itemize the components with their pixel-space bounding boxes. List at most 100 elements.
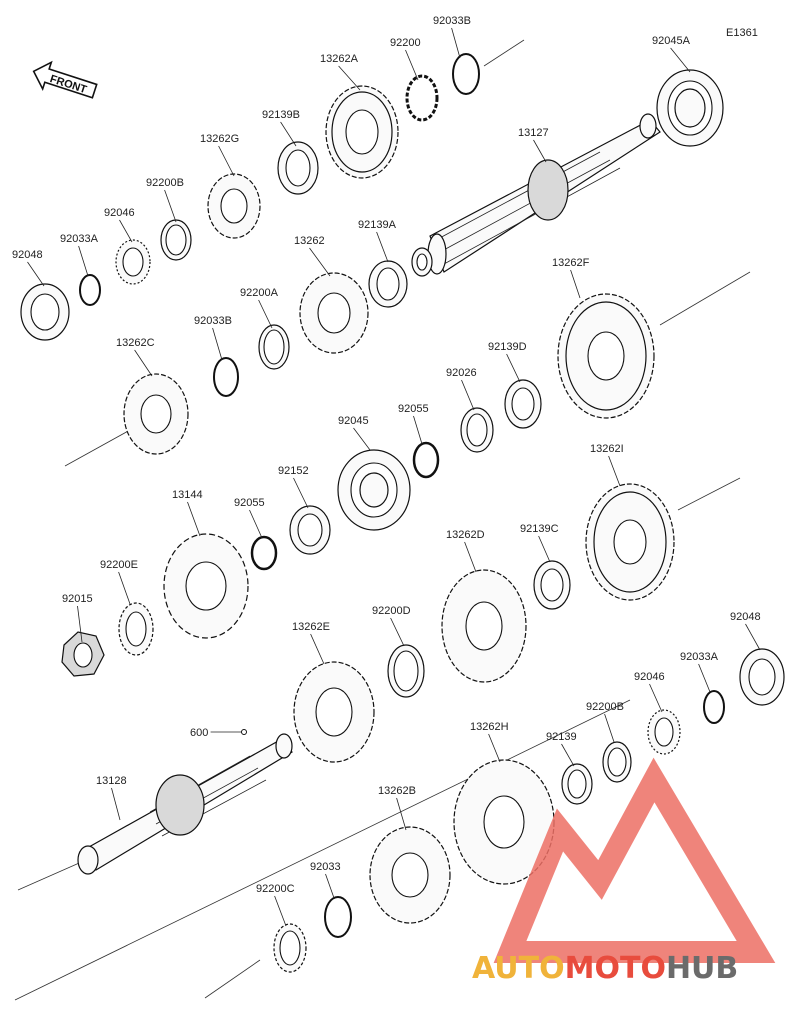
part-label-92200b: 92200B	[146, 177, 184, 189]
o-ring-92055	[412, 441, 440, 479]
leader-line	[325, 873, 335, 899]
washer-92026	[460, 407, 494, 453]
leader-line	[488, 733, 501, 763]
leader-line	[538, 535, 551, 563]
leader-line	[280, 121, 297, 147]
leader-line	[258, 299, 273, 329]
leader-line	[164, 189, 177, 223]
axis-line	[677, 477, 741, 511]
leader-line	[187, 501, 201, 537]
part-label-13144: 13144	[172, 489, 203, 501]
part-label-92139a: 92139A	[358, 219, 397, 231]
gear-13262D	[441, 569, 527, 683]
leader-line	[649, 683, 663, 713]
leader-line	[698, 663, 711, 693]
leader-line	[249, 509, 263, 539]
o-ring-92055-2	[250, 535, 278, 571]
part-label-13262c: 13262C	[116, 337, 155, 349]
bushing-92139D	[504, 379, 542, 429]
leader-line	[310, 633, 325, 665]
part-label-92048-2: 92048	[730, 611, 761, 623]
washer-92200B	[160, 219, 192, 261]
part-label-13262d: 13262D	[446, 529, 485, 541]
bearing-92045	[337, 449, 411, 531]
shaft-13128	[77, 733, 293, 875]
snapring-92200	[405, 74, 439, 122]
leader-line	[212, 327, 223, 361]
part-label-13262g: 13262G	[200, 133, 239, 145]
axis-line	[659, 271, 751, 326]
watermark-hub: HUB	[666, 951, 738, 986]
leader-line	[218, 145, 235, 177]
leader-line	[464, 541, 477, 573]
gear-13262G	[207, 173, 261, 239]
axis-line	[204, 959, 261, 999]
snapring-92033	[324, 896, 352, 938]
leader-line	[111, 787, 121, 821]
sprocket-13144	[163, 533, 249, 639]
part-label-92045: 92045	[338, 415, 369, 427]
part-label-92200b-2: 92200B	[586, 701, 624, 713]
part-label-92033b: 92033B	[433, 15, 471, 27]
gear-13262B	[369, 826, 451, 924]
part-label-92139b: 92139B	[262, 109, 300, 121]
washer-92200C	[273, 923, 307, 973]
gear-13262E	[293, 661, 375, 763]
part-label-92200a: 92200A	[240, 287, 279, 299]
watermark-text: AUTOMOTOHUB	[472, 951, 738, 986]
shaft-13127	[411, 113, 661, 277]
leader-line	[604, 713, 615, 743]
leader-line	[77, 605, 83, 643]
part-label-92152: 92152	[278, 465, 309, 477]
leader-line	[118, 571, 131, 605]
leader-line	[293, 477, 309, 509]
leader-line	[745, 623, 761, 651]
leader-line	[353, 427, 371, 451]
part-label-92033a: 92033A	[60, 233, 99, 245]
washer-92200D	[387, 644, 425, 698]
leader-line	[506, 353, 521, 383]
part-label-92046: 92046	[104, 207, 135, 219]
snapring-92033A	[79, 274, 101, 306]
leader-line	[27, 261, 45, 287]
leader-line	[338, 65, 361, 91]
diagram-code: E1361	[726, 27, 758, 39]
needle-bearing-92046	[115, 239, 151, 285]
snapring-92033B-2	[213, 357, 239, 397]
leader-line	[451, 27, 461, 59]
leader-line	[670, 47, 691, 73]
bearing-92048	[20, 283, 70, 341]
part-label-92046-2: 92046	[634, 671, 665, 683]
part-label-92033a-2: 92033A	[680, 651, 719, 663]
leader-line	[608, 455, 621, 487]
watermark-auto: AUTO	[472, 951, 565, 986]
leader-line	[396, 797, 407, 831]
part-label-92200d: 92200D	[372, 605, 411, 617]
snapring-92033A-2	[703, 690, 725, 724]
axis-line	[64, 429, 131, 467]
leader-line	[309, 247, 331, 277]
nut-92015	[61, 631, 105, 677]
gear-13262	[299, 272, 369, 354]
bearing-92048-2	[739, 648, 785, 706]
leader-line	[119, 219, 133, 243]
axis-line	[483, 39, 525, 67]
part-label-92033b-2: 92033B	[194, 315, 232, 327]
washer-92200A	[258, 324, 290, 370]
washer-92200E	[118, 602, 154, 656]
snapring-92033B	[452, 53, 480, 95]
part-label-92033: 92033	[310, 861, 341, 873]
axis-line	[14, 699, 631, 1001]
leader-line	[376, 231, 389, 263]
part-label-13262h: 13262H	[470, 721, 509, 733]
part-label-92139d: 92139D	[488, 341, 527, 353]
bushing-92139	[561, 763, 593, 805]
part-label-92048: 92048	[12, 249, 43, 261]
leader-line	[405, 49, 419, 81]
gear-13262F	[557, 293, 655, 419]
part-label-92200c: 92200C	[256, 883, 295, 895]
gear-13262A	[325, 85, 399, 179]
bushing-92139A	[368, 260, 408, 308]
part-label-92026: 92026	[446, 367, 477, 379]
gear-13262I	[585, 483, 675, 601]
